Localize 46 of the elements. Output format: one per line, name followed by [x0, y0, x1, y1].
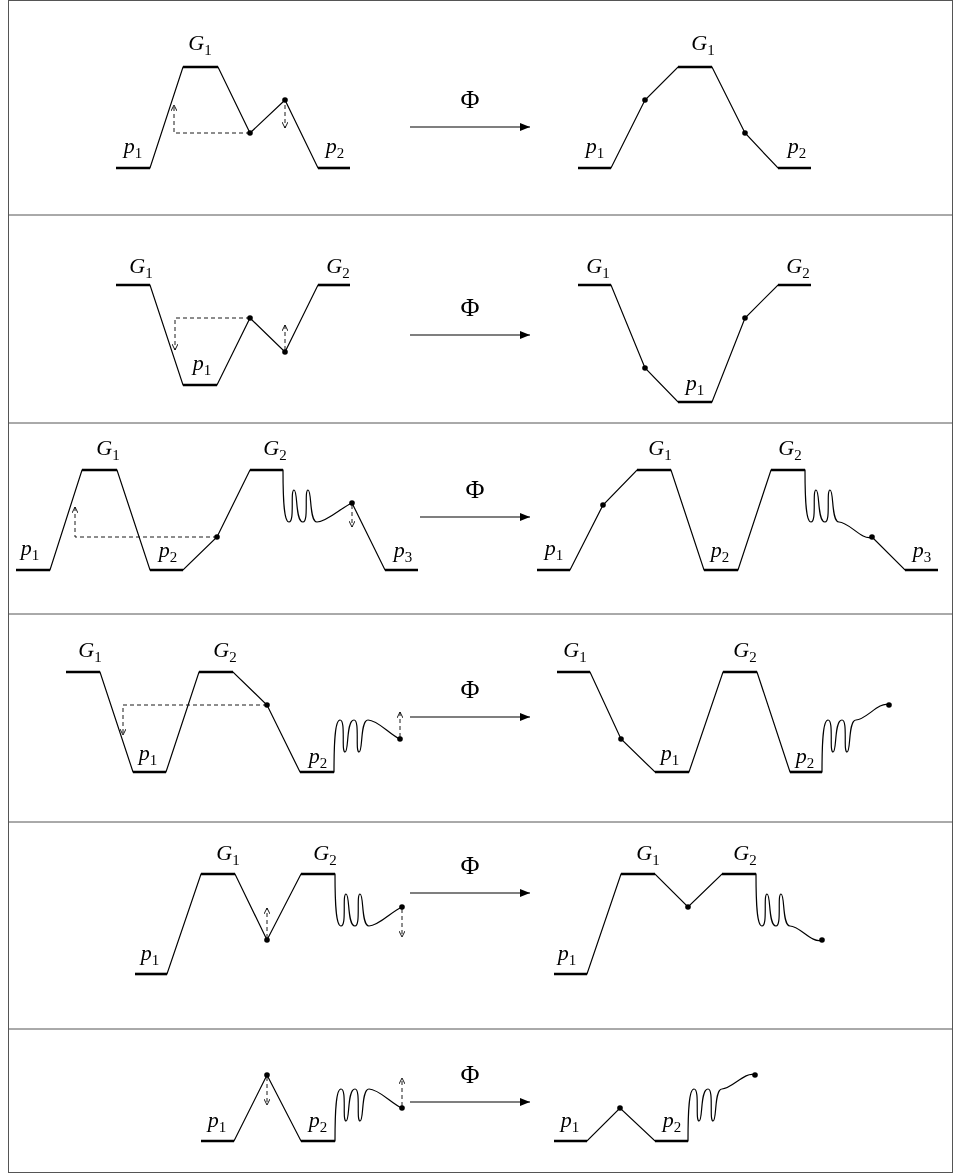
vertex-label: p$_{1}$: [660, 742, 680, 768]
vertex-label: G$_{1}$: [648, 437, 672, 463]
vertex-label: p$_{1}$: [20, 537, 40, 563]
vertex-label: p$_{1}$: [192, 352, 212, 378]
vertex-label: p$_{2}$: [662, 1109, 682, 1135]
vertex-label: p$_{1}$: [138, 742, 158, 768]
vertex-label: G$_{2}$: [263, 437, 287, 463]
vertex-label: G$_{1}$: [586, 255, 610, 281]
vertex-label: G$_{1}$: [78, 639, 102, 665]
vertex-label: G$_{2}$: [786, 255, 810, 281]
vertex-label: G$_{2}$: [778, 437, 802, 463]
vertex-label: p$_{1}$: [140, 942, 160, 968]
vertex-label: p$_{2}$: [325, 135, 345, 161]
vertex-label: p$_{1}$: [685, 372, 705, 398]
arrow: [409, 331, 531, 339]
vertex-label: G$_{1}$: [216, 842, 240, 868]
vertex-label: G$_{2}$: [213, 639, 237, 665]
vertex-label: p$_{3}$: [912, 539, 932, 565]
vertex-label: G$_{2}$: [733, 842, 757, 868]
vertex-label: p$_{2}$: [308, 745, 328, 771]
vertex-label: G$_{2}$: [326, 255, 350, 281]
vertex-label: G$_{1}$: [691, 32, 715, 58]
vertex-label: p$_{1}$: [544, 537, 564, 563]
vertex-label: G$_{1}$: [96, 437, 120, 463]
vertex-label: p$_{1}$: [557, 942, 577, 968]
arrow: [409, 889, 531, 897]
vertex-label: G$_{1}$: [636, 842, 660, 868]
arrow: [409, 123, 531, 131]
vertex-label: p$_{1}$: [207, 1109, 227, 1135]
vertex-label: p$_{3}$: [393, 539, 413, 565]
vertex-label: p$_{1}$: [585, 135, 605, 161]
vertex-label: p$_{2}$: [308, 1109, 328, 1135]
arrow: [419, 513, 531, 521]
vertex-label: p$_{1}$: [560, 1109, 580, 1135]
vertex-label: p$_{2}$: [795, 745, 815, 771]
vertex-label: p$_{1}$: [123, 135, 143, 161]
arrow: [409, 713, 531, 721]
vertex-label: p$_{2}$: [787, 135, 807, 161]
vertex-label: G$_{2}$: [733, 639, 757, 665]
vertex-label: p$_{2}$: [710, 539, 730, 565]
vertex-label: G$_{1}$: [129, 255, 153, 281]
vertex-label: G$_{2}$: [313, 842, 337, 868]
vertex-label: G$_{1}$: [188, 32, 212, 58]
vertex-label: G$_{1}$: [563, 639, 587, 665]
arrow: [409, 1098, 531, 1106]
vertex-label: p$_{2}$: [158, 539, 178, 565]
